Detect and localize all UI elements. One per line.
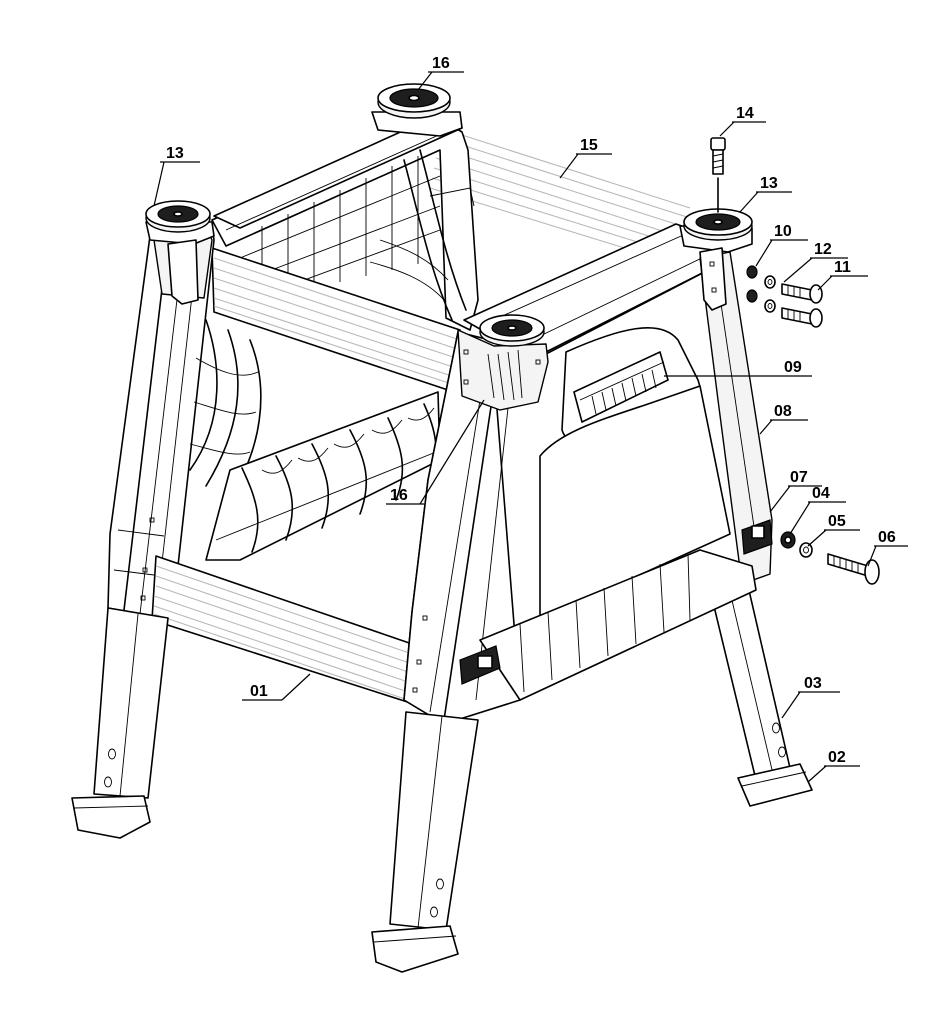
left-front-leg — [71, 607, 169, 839]
lower-tray — [205, 391, 441, 561]
callout-16-top: 16 — [432, 55, 450, 72]
callout-13-left: 13 — [166, 145, 184, 162]
callout-03: 03 — [804, 675, 822, 692]
callout-04: 04 — [812, 485, 830, 502]
callout-08: 08 — [774, 403, 792, 420]
callout-01: 01 — [250, 683, 268, 700]
callout-06: 06 — [878, 529, 896, 546]
right-front-leg — [371, 711, 479, 973]
callout-02: 02 — [828, 749, 846, 766]
foot-pad-top-right — [679, 208, 753, 253]
callout-16-front: 16 — [390, 487, 408, 504]
bolt-set-10-11-12 — [746, 265, 823, 328]
front-end-frame — [403, 223, 773, 725]
callout-10: 10 — [774, 223, 792, 240]
callout-leaders — [153, 71, 908, 783]
callout-07: 07 — [790, 469, 808, 486]
callout-14: 14 — [736, 105, 754, 122]
callout-labels: 16 14 15 13 13 10 12 11 09 08 07 04 05 0… — [166, 55, 896, 766]
callout-09: 09 — [784, 359, 802, 376]
upper-cross-rails — [211, 247, 467, 397]
callout-15: 15 — [580, 137, 598, 154]
side-brackets — [167, 239, 727, 311]
foot-pad-top-left — [145, 200, 215, 245]
callout-12: 12 — [814, 241, 832, 258]
callout-11: 11 — [834, 259, 851, 276]
bolt-set-04-05-06 — [780, 531, 880, 585]
callout-05: 05 — [828, 513, 846, 530]
screw-14 — [710, 137, 726, 213]
foot-pad-top-front — [479, 314, 545, 347]
top-rear-rails — [429, 127, 691, 263]
lower-rails — [151, 555, 421, 707]
foot-pad-top-rear — [371, 83, 463, 137]
callout-13-right: 13 — [760, 175, 778, 192]
